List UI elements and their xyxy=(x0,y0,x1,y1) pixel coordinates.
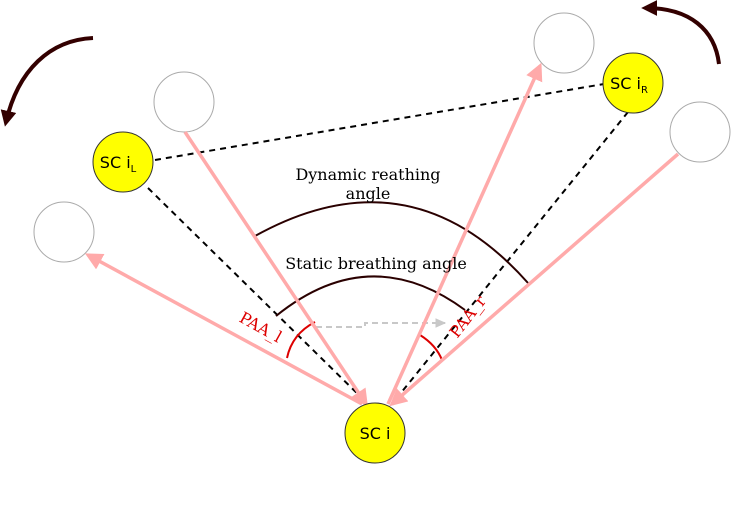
arm-line-center-left xyxy=(147,187,369,405)
spacecraft-center-label: SC i xyxy=(360,424,391,443)
arm-line-left-right xyxy=(154,83,605,161)
paa-right-arc xyxy=(419,334,443,361)
static-angle-label: Static breathing angle xyxy=(285,254,467,273)
spacecraft-right: SC iR xyxy=(602,52,664,114)
ghost-position-left-top xyxy=(153,71,215,133)
dynamic-angle-label-line1: Dynamic reathing xyxy=(295,165,440,184)
static-breathing-angle-arc xyxy=(275,275,466,317)
spacecraft-right-subscript: R xyxy=(641,85,648,96)
arm-line-center-right xyxy=(391,111,629,405)
beam-to-right-top-ghost xyxy=(386,62,543,405)
dynamic-angle-label-line2: angle xyxy=(346,184,391,203)
svg-text:SC iR: SC iR xyxy=(610,74,648,96)
spacecraft-left-label: SC i xyxy=(100,153,131,172)
ghost-position-right-top xyxy=(533,12,595,74)
spacecraft-center: SC i xyxy=(344,402,406,464)
svg-text:SC iL: SC iL xyxy=(100,153,137,175)
rotation-arrow-left-icon xyxy=(0,36,94,127)
dynamic-breathing-angle-arc xyxy=(254,201,529,284)
ghost-transfer-arrow xyxy=(316,318,447,328)
ghost-position-left-low xyxy=(33,201,95,263)
spacecraft-right-label: SC i xyxy=(610,74,641,93)
rotation-arrow-right-icon xyxy=(641,0,721,65)
spacecraft-left-subscript: L xyxy=(131,164,137,175)
beam-from-left-ghost xyxy=(183,131,368,407)
ghost-position-right-low xyxy=(669,101,731,163)
spacecraft-left: SC iL xyxy=(92,131,154,193)
beam-from-right-low-ghost xyxy=(389,152,680,407)
beam-to-left-low-ghost xyxy=(84,253,363,406)
paa-right-label: PAA_r xyxy=(445,292,490,342)
